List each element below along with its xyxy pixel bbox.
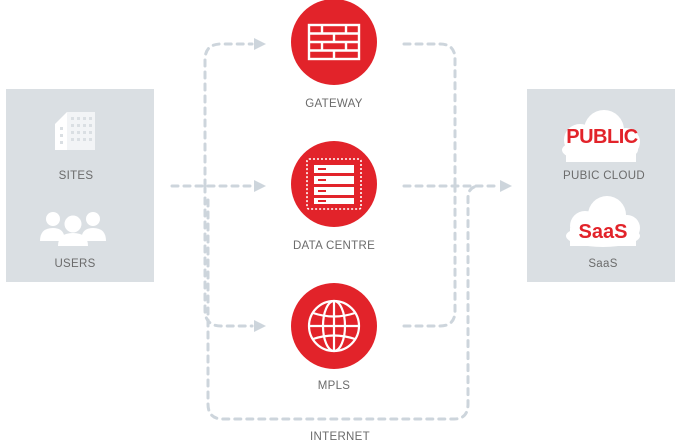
internet-label: INTERNET bbox=[310, 431, 370, 443]
mpls-node bbox=[291, 283, 377, 369]
arrowheads bbox=[254, 38, 512, 332]
saas-label: SaaS bbox=[588, 258, 618, 270]
connector-mpls-out bbox=[402, 184, 457, 328]
public-badge: PUBLIC bbox=[566, 126, 638, 148]
globe-icon bbox=[307, 299, 361, 353]
data-centre-node bbox=[291, 141, 377, 227]
gateway-label: GATEWAY bbox=[305, 98, 363, 110]
public-cloud-label: PUBIC CLOUD bbox=[563, 170, 645, 182]
connector-to-mpls bbox=[203, 184, 254, 328]
arrow-to-gateway bbox=[254, 38, 266, 50]
connector-gateway-out bbox=[402, 42, 457, 188]
gateway-node bbox=[291, 0, 377, 85]
connectors bbox=[170, 42, 502, 421]
arrow-to-data-centre bbox=[254, 180, 266, 192]
mpls-label: MPLS bbox=[317, 380, 351, 392]
users-group-icon bbox=[40, 212, 106, 246]
connector-to-gateway bbox=[203, 42, 254, 188]
cloud-icon-saas bbox=[566, 196, 640, 247]
connector-internet-loop bbox=[206, 184, 482, 421]
data-centre-label: DATA CENTRE bbox=[292, 240, 376, 252]
arrow-to-mpls bbox=[254, 320, 266, 332]
cloud-icon-public bbox=[562, 110, 640, 162]
users-label: USERS bbox=[54, 258, 96, 270]
building-icon bbox=[55, 112, 95, 150]
sites-label: SITES bbox=[58, 170, 94, 182]
server-rack-icon bbox=[306, 158, 362, 210]
saas-badge: SaaS bbox=[578, 221, 628, 243]
firewall-brick-icon bbox=[307, 23, 361, 61]
arrow-to-cloud bbox=[500, 180, 512, 192]
